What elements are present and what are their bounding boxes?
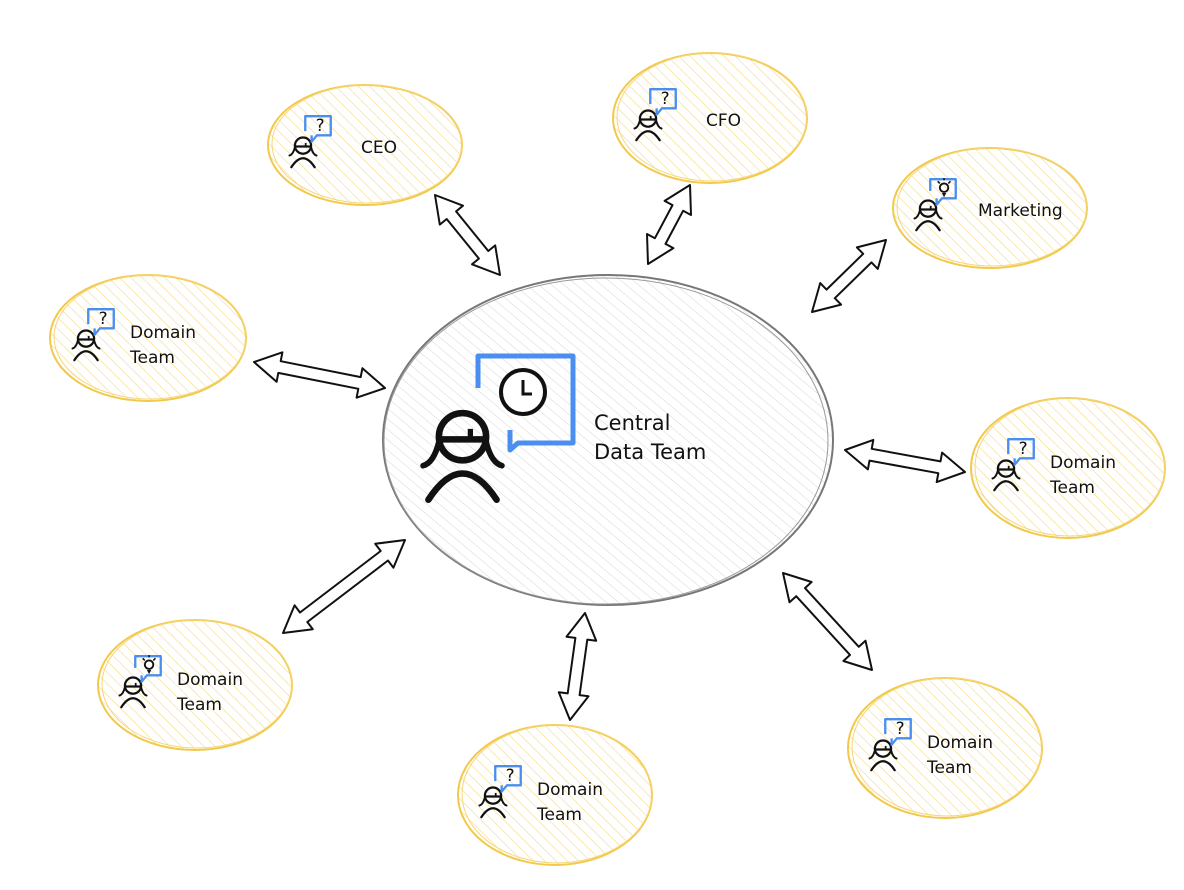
central-label-line1: Central (594, 411, 670, 435)
node-label-line1: Domain (927, 733, 993, 753)
node-label-line2: Team (926, 758, 972, 778)
arrows (253, 184, 966, 721)
arrow-marketing (811, 239, 887, 313)
node-label-line1: Domain (130, 323, 196, 343)
node-marketing: Marketing (892, 147, 1088, 269)
node-label: CFO (706, 111, 741, 131)
arrow-cfo (646, 184, 692, 265)
node-ceo: CEO (267, 84, 463, 206)
node-cfo: CFO (612, 52, 808, 184)
central-data-team-node: Central Data Team (382, 274, 834, 606)
arrow-domain-bottom-left (282, 539, 406, 634)
node-label-line2: Team (129, 348, 175, 368)
arrow-ceo (434, 194, 501, 276)
node-label: Marketing (978, 201, 1063, 221)
central-label-line2: Data Team (594, 440, 706, 464)
node-label-line2: Team (1049, 478, 1095, 498)
node-label: CEO (361, 138, 397, 158)
node-label-line1: Domain (177, 670, 243, 690)
speech-bubble-icon (475, 353, 576, 453)
node-label-line1: Domain (537, 780, 603, 800)
node-label-line2: Team (176, 695, 222, 715)
arrow-domain-bottom (557, 612, 598, 721)
clock-icon (499, 368, 547, 416)
arrow-domain-left (253, 351, 386, 399)
arrow-domain-right (844, 438, 966, 484)
arrow-domain-bottom-right (782, 572, 873, 671)
node-label-line1: Domain (1050, 453, 1116, 473)
node-label-line2: Team (536, 805, 582, 825)
